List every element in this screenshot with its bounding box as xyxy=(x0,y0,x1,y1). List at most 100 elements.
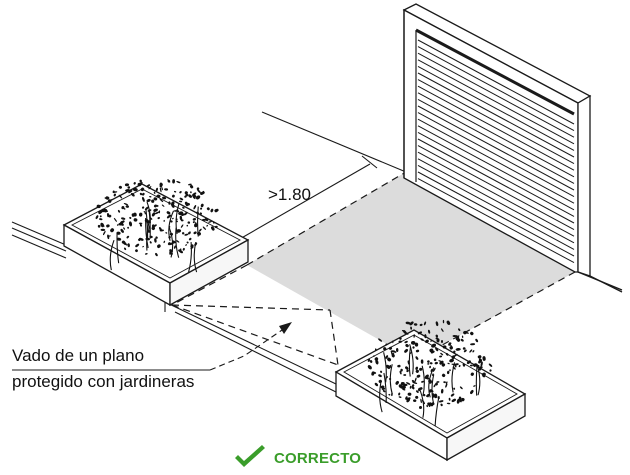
rolling-door-slat xyxy=(417,145,575,231)
plant-leaf xyxy=(401,386,406,390)
planter-left-vegetation xyxy=(95,179,219,273)
plant-leaf xyxy=(489,369,492,372)
rolling-door-slat xyxy=(417,85,575,171)
plant-leaf xyxy=(202,226,207,230)
plant-leaf xyxy=(405,344,409,348)
plant-leaf xyxy=(126,235,130,239)
plant-leaf xyxy=(188,194,192,198)
plant-leaf xyxy=(433,384,436,388)
plant-leaf xyxy=(439,360,444,365)
plant-leaf xyxy=(116,224,119,226)
plant-leaf xyxy=(184,233,189,236)
plant-leaf xyxy=(159,187,162,193)
plant-leaf xyxy=(107,235,111,237)
plant-leaf xyxy=(138,222,143,225)
plant-leaf xyxy=(470,372,474,376)
plant-leaf xyxy=(144,206,149,211)
plant-stem xyxy=(145,208,149,239)
plant-leaf xyxy=(406,369,409,373)
plant-leaf xyxy=(387,357,392,362)
plant-leaf xyxy=(139,182,143,185)
annotation-line-2: protegido con jardineras xyxy=(12,372,195,391)
plant-leaf xyxy=(488,363,493,367)
plant-leaf xyxy=(446,402,451,405)
plant-stem xyxy=(175,227,180,258)
plant-leaf xyxy=(133,218,138,222)
plant-leaf xyxy=(429,362,433,365)
plant-leaf xyxy=(437,396,440,400)
plant-stem xyxy=(146,201,151,233)
rolling-door-slat xyxy=(417,52,575,138)
plant-leaf xyxy=(195,195,201,200)
plant-leaf xyxy=(178,211,184,216)
plant-leaf xyxy=(121,240,126,244)
plant-leaf xyxy=(398,340,402,343)
plant-leaf xyxy=(127,243,130,248)
plant-leaf xyxy=(145,237,150,241)
plant-leaf xyxy=(189,184,194,189)
plant-leaf xyxy=(162,196,167,200)
plant-leaf xyxy=(367,365,372,370)
plant-leaf xyxy=(204,218,209,222)
plant-leaf xyxy=(122,220,125,223)
plant-leaf xyxy=(374,382,379,387)
plant-leaf xyxy=(178,249,181,252)
plant-leaf xyxy=(438,400,444,403)
paving-dashed-edge xyxy=(171,171,576,366)
plant-leaf xyxy=(139,223,142,227)
plant-leaf xyxy=(440,403,443,407)
plant-leaf xyxy=(446,320,451,325)
plant-leaf xyxy=(435,347,439,352)
plant-leaf xyxy=(183,211,188,216)
annotation-arrowhead xyxy=(279,322,292,334)
plant-leaf xyxy=(98,210,103,214)
plant-leaf xyxy=(463,330,467,335)
plant-leaf xyxy=(411,380,415,383)
plant-leaf xyxy=(406,398,411,403)
plant-leaf xyxy=(461,397,465,402)
plant-leaf xyxy=(154,238,157,243)
plant-leaf xyxy=(121,217,126,220)
plant-leaf xyxy=(196,211,200,215)
plant-leaf xyxy=(95,215,99,220)
plant-leaf xyxy=(441,340,443,343)
plant-leaf xyxy=(402,388,406,391)
plant-leaf xyxy=(211,226,215,231)
rolling-door-slat xyxy=(417,46,575,132)
plant-leaf xyxy=(440,352,444,356)
plant-leaf xyxy=(439,355,443,358)
plant-leaf xyxy=(133,212,137,217)
plant-leaf xyxy=(167,179,171,183)
plant-leaf xyxy=(420,338,424,341)
plant-leaf xyxy=(153,197,158,201)
plant-leaf xyxy=(167,242,171,246)
plant-leaf xyxy=(469,364,473,367)
plant-leaf xyxy=(410,326,413,330)
plant-leaf xyxy=(453,350,456,354)
plant-leaf xyxy=(103,230,106,236)
plant-leaf xyxy=(405,366,409,370)
plant-leaf xyxy=(424,334,427,339)
planter-right-vegetation xyxy=(367,319,493,427)
plant-leaf xyxy=(392,354,395,358)
rolling-door-slat xyxy=(417,59,575,145)
plant-leaf xyxy=(428,379,432,384)
plant-leaf xyxy=(169,220,173,223)
plant-leaf xyxy=(436,338,440,343)
plant-leaf xyxy=(436,381,440,383)
plant-leaf xyxy=(96,204,101,209)
plant-leaf xyxy=(147,229,151,233)
plant-leaf xyxy=(469,349,473,353)
plant-leaf xyxy=(414,377,417,383)
plant-leaf xyxy=(405,321,411,325)
plant-leaf xyxy=(479,366,483,368)
plant-leaf xyxy=(124,247,127,251)
plant-leaf xyxy=(421,380,425,383)
planter-left xyxy=(62,183,250,307)
plant-leaf xyxy=(137,238,141,242)
plant-leaf xyxy=(428,329,431,334)
plant-leaf xyxy=(148,186,152,190)
plant-leaf xyxy=(479,360,482,363)
plant-leaf xyxy=(413,399,417,403)
plant-leaf xyxy=(458,364,461,368)
